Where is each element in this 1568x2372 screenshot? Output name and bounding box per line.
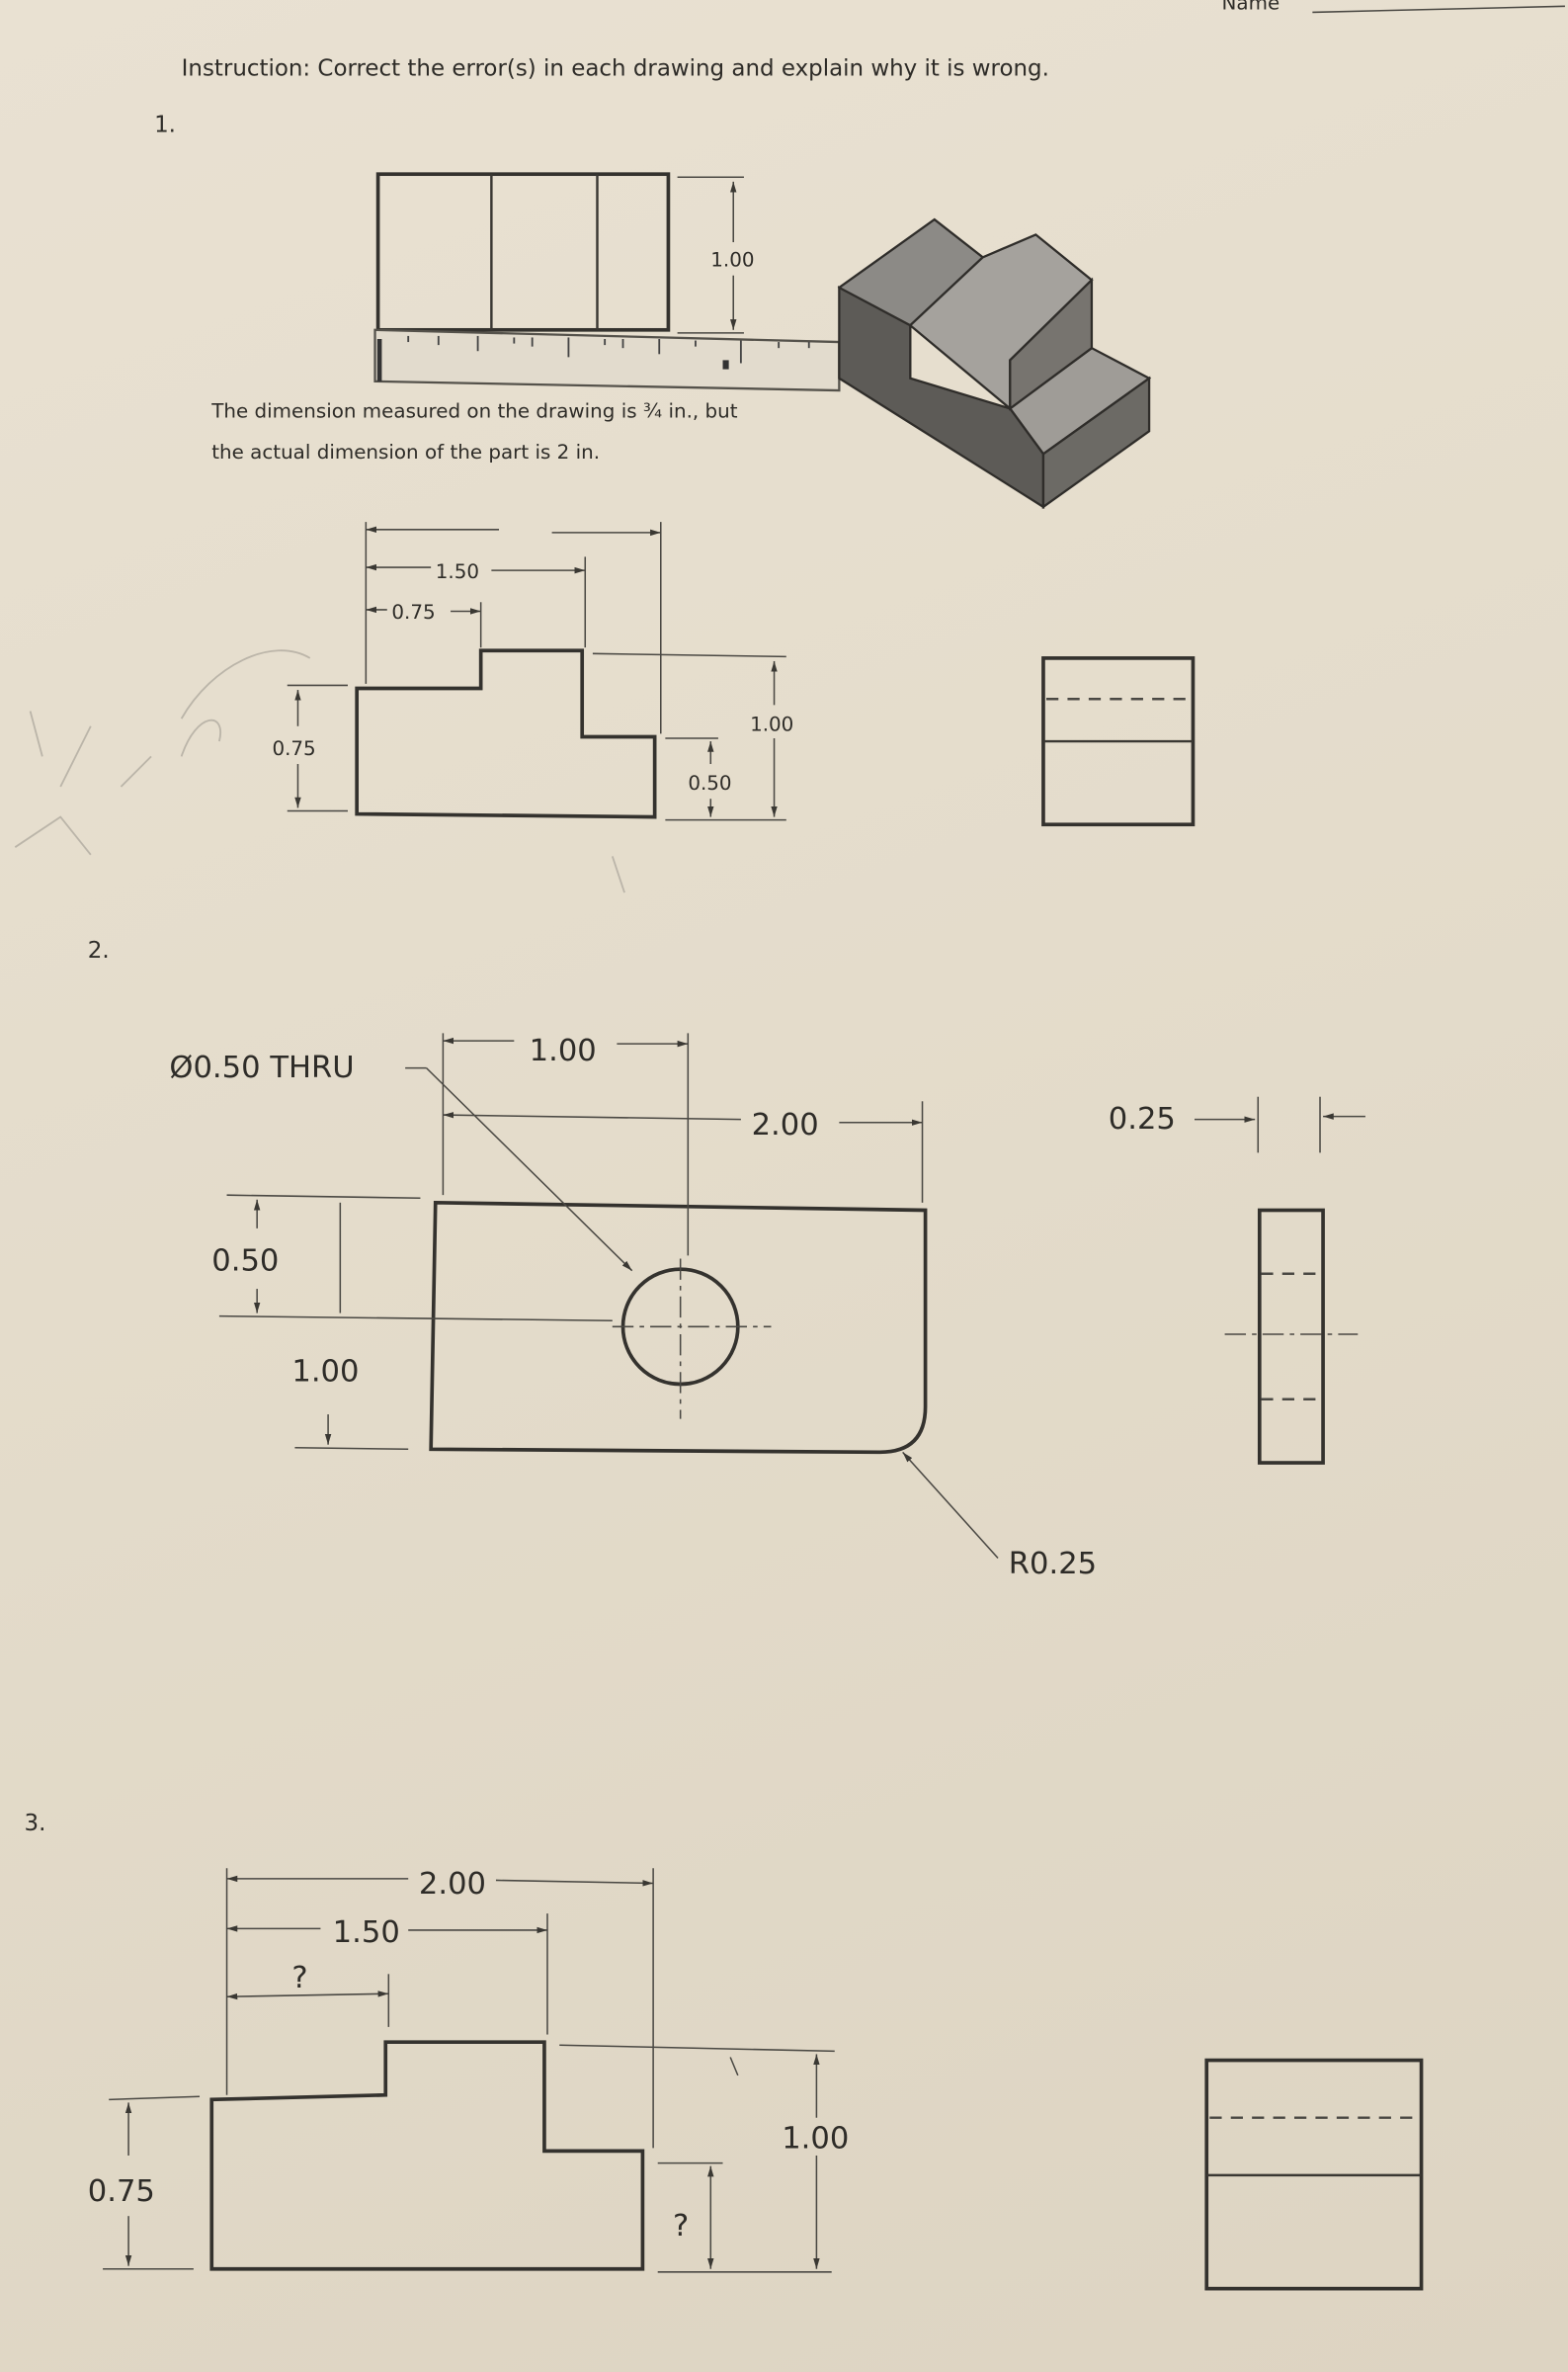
p2-radius-dim: R0.25: [1009, 1547, 1097, 1581]
problem-1-example-view: 1.00: [375, 172, 755, 334]
p3-right-height-dim: 1.00: [782, 2121, 849, 2156]
p1-width-1-dim: 1.50: [436, 560, 479, 583]
isometric-block-illustration: [837, 217, 1152, 510]
p3-width-2-dim: ?: [291, 1961, 307, 1995]
problem-1-side-view: [1041, 656, 1196, 827]
name-line: [1312, 5, 1565, 14]
problem-2-side-view: 0.25: [1109, 1096, 1365, 1465]
p2-hole-callout: Ø0.50 THRU: [169, 1051, 354, 1085]
name-label: Name: [1222, 0, 1280, 14]
p3-overall-width-dim: 2.00: [419, 1867, 486, 1902]
instruction: Instruction: Correct the error(s) in eac…: [182, 56, 1049, 82]
problem-1-caption-line-1: The dimension measured on the drawing is…: [210, 400, 738, 423]
p2-hole-x-dim: 1.00: [530, 1034, 597, 1068]
p2-top-offset-dim: 0.50: [211, 1244, 279, 1279]
p1-width-2-dim: 0.75: [391, 601, 435, 624]
p3-step-height-dim: ?: [673, 2209, 689, 2244]
p2-lower-height-dim: 1.00: [291, 1354, 359, 1389]
p1-left-height-dim: 0.75: [272, 737, 315, 760]
problem-2-front-view: 1.00 2.00 Ø0.50 THRU 0.50 1.00 R0.25: [169, 1033, 1097, 1581]
p3-width-1-dim: 1.50: [333, 1915, 400, 1950]
p1-step-height-dim: 0.50: [688, 772, 731, 795]
problem-3-front-view: 2.00 1.50 ? 0.75 1.00 ?: [88, 1867, 849, 2273]
problem-1-front-view: 1.50 0.75 0.75 1.00 0.50: [272, 522, 793, 821]
problem-1-caption-line-2: the actual dimension of the part is 2 in…: [211, 441, 600, 464]
pencil-marks: [14, 649, 625, 893]
problem-1-number: 1.: [154, 112, 176, 137]
problem-3-number: 3.: [24, 1811, 45, 1836]
problem-3-side-view: [1204, 2058, 1424, 2291]
p2-overall-width-dim: 2.00: [752, 1108, 819, 1143]
p1-right-height-dim: 1.00: [750, 713, 793, 735]
p3-left-height-dim: 0.75: [88, 2174, 155, 2209]
example-dimension-label: 1.00: [710, 249, 754, 272]
ruler: [373, 328, 841, 392]
p2-side-thickness-dim: 0.25: [1109, 1102, 1176, 1137]
problem-2-number: 2.: [88, 938, 110, 964]
